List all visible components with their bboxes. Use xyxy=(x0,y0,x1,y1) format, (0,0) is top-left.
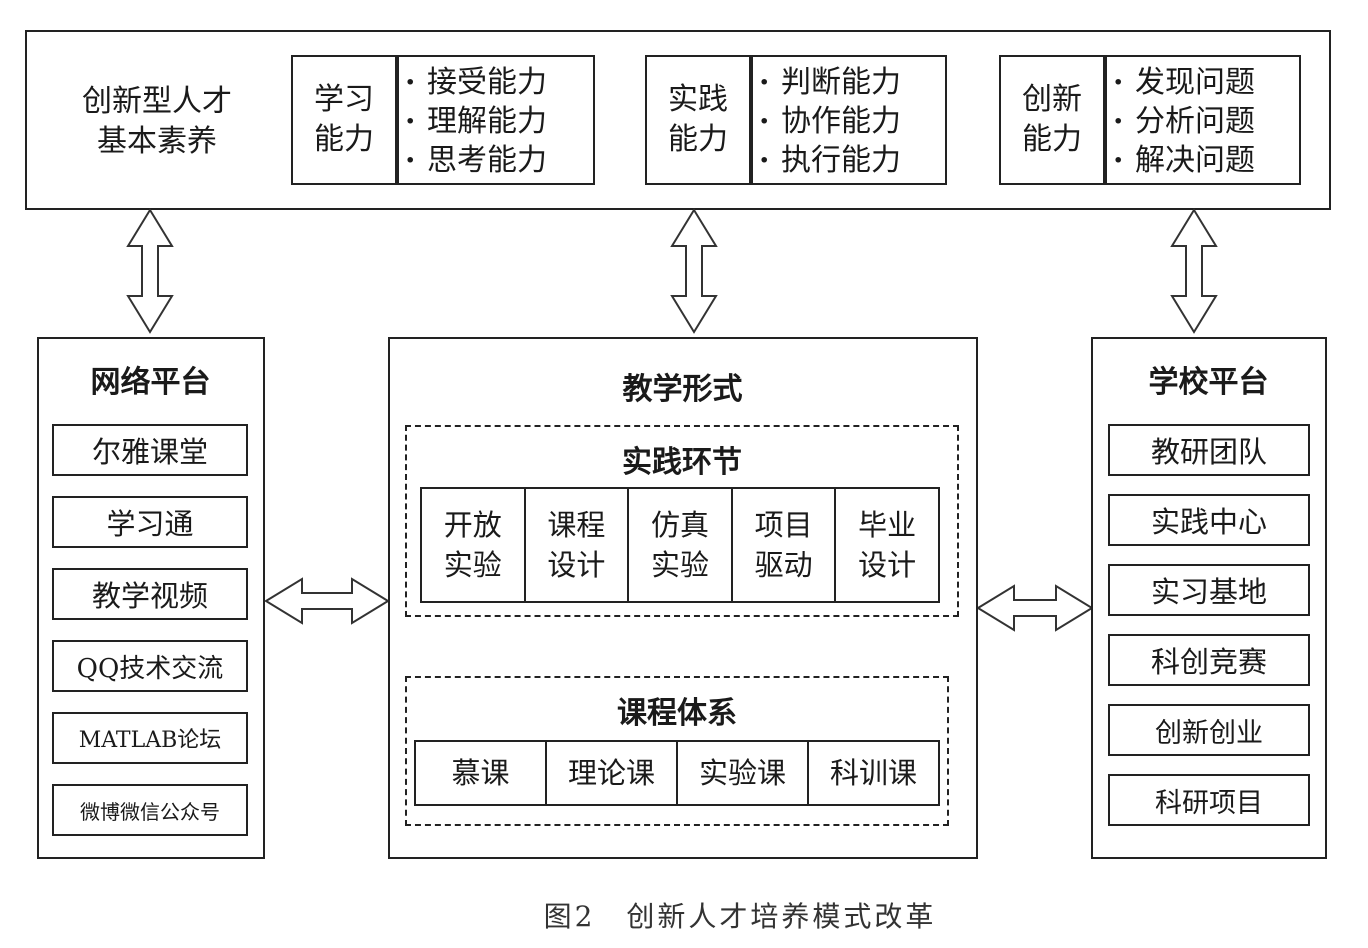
curriculum-item: 慕课 xyxy=(416,742,547,804)
banner-title-line1: 创新型人才 xyxy=(82,84,232,119)
figure-caption: 图2 创新人才培养模式改革 xyxy=(543,900,937,933)
school-platform-title: 学校平台 xyxy=(1148,365,1269,400)
ability-item: 发现问题 xyxy=(1113,63,1299,102)
ability-name-learning: 学习 能力 xyxy=(291,55,397,185)
network-item-qq: QQ技术交流 xyxy=(52,640,248,692)
network-platform-title: 网络平台 xyxy=(90,365,211,400)
school-item-practice-center: 实践中心 xyxy=(1108,494,1310,546)
horizontal-double-arrow-right xyxy=(976,584,1094,632)
curriculum-item: 科训课 xyxy=(829,756,917,790)
basic-qualities-banner: 创新型人才 基本素养 学习 能力 接受能力 理解能力 思考能力 实践 能力 判断… xyxy=(25,30,1331,210)
practice-section: 实践环节 开放实验 课程设计 仿真实验 项目驱动 毕业设计 xyxy=(405,425,959,617)
curriculum-item: 理论课 xyxy=(547,742,678,804)
school-platform-panel: 学校平台 教研团队 实践中心 实习基地 科创竞赛 创新创业 科研项目 xyxy=(1091,337,1327,859)
curriculum-item: 实验课 xyxy=(678,742,809,804)
ability-item: 协作能力 xyxy=(759,102,945,141)
practice-items-row: 开放实验 课程设计 仿真实验 项目驱动 毕业设计 xyxy=(420,487,940,603)
network-item-xuexitong: 学习通 xyxy=(52,496,248,548)
ability-name-practice: 实践 能力 xyxy=(645,55,751,185)
ability-item: 分析问题 xyxy=(1113,102,1299,141)
school-item-research-team: 教研团队 xyxy=(1108,424,1310,476)
vertical-double-arrow-right xyxy=(1170,208,1218,334)
school-item-research-projects: 科研项目 xyxy=(1108,774,1310,826)
horizontal-double-arrow-left xyxy=(264,577,390,625)
teaching-forms-panel: 教学形式 实践环节 开放实验 课程设计 仿真实验 项目驱动 毕业设计 课程体系 … xyxy=(388,337,978,859)
vertical-double-arrow-left xyxy=(126,208,174,334)
banner-title: 创新型人才 基本素养 xyxy=(47,77,267,167)
curriculum-section-title: 课程体系 xyxy=(617,696,737,731)
practice-item: 开放实验 xyxy=(422,489,526,601)
ability-item: 判断能力 xyxy=(759,63,945,102)
practice-item: 仿真实验 xyxy=(629,489,733,601)
school-item-entrepreneurship: 创新创业 xyxy=(1108,704,1310,756)
curriculum-section: 课程体系 慕课 理论课 实验课 科训课 xyxy=(405,676,949,826)
ability-item: 解决问题 xyxy=(1113,141,1299,180)
practice-section-title: 实践环节 xyxy=(622,445,742,480)
ability-item: 执行能力 xyxy=(759,141,945,180)
network-item-weibo-wechat: 微博微信公众号 xyxy=(52,784,248,836)
ability-item: 理解能力 xyxy=(405,102,593,141)
school-item-internship-base: 实习基地 xyxy=(1108,564,1310,616)
ability-item: 思考能力 xyxy=(405,141,593,180)
ability-items-learning: 接受能力 理解能力 思考能力 xyxy=(397,55,595,185)
curriculum-items-row: 慕课 理论课 实验课 科训课 xyxy=(414,740,940,806)
vertical-double-arrow-center xyxy=(670,208,718,334)
network-item-erya: 尔雅课堂 xyxy=(52,424,248,476)
school-item-competition: 科创竞赛 xyxy=(1108,634,1310,686)
practice-item: 课程设计 xyxy=(526,489,630,601)
practice-item: 项目驱动 xyxy=(733,489,837,601)
ability-items-practice: 判断能力 协作能力 执行能力 xyxy=(751,55,947,185)
network-platform-panel: 网络平台 尔雅课堂 学习通 教学视频 QQ技术交流 MATLAB论坛 微博微信公… xyxy=(37,337,265,859)
ability-name-innovation: 创新 能力 xyxy=(999,55,1105,185)
network-item-teaching-video: 教学视频 xyxy=(52,568,248,620)
ability-item: 接受能力 xyxy=(405,63,593,102)
network-item-matlab: MATLAB论坛 xyxy=(52,712,248,764)
ability-items-innovation: 发现问题 分析问题 解决问题 xyxy=(1105,55,1301,185)
banner-title-line2: 基本素养 xyxy=(97,124,217,159)
practice-item: 毕业设计 xyxy=(858,508,917,582)
teaching-forms-title: 教学形式 xyxy=(622,372,743,407)
